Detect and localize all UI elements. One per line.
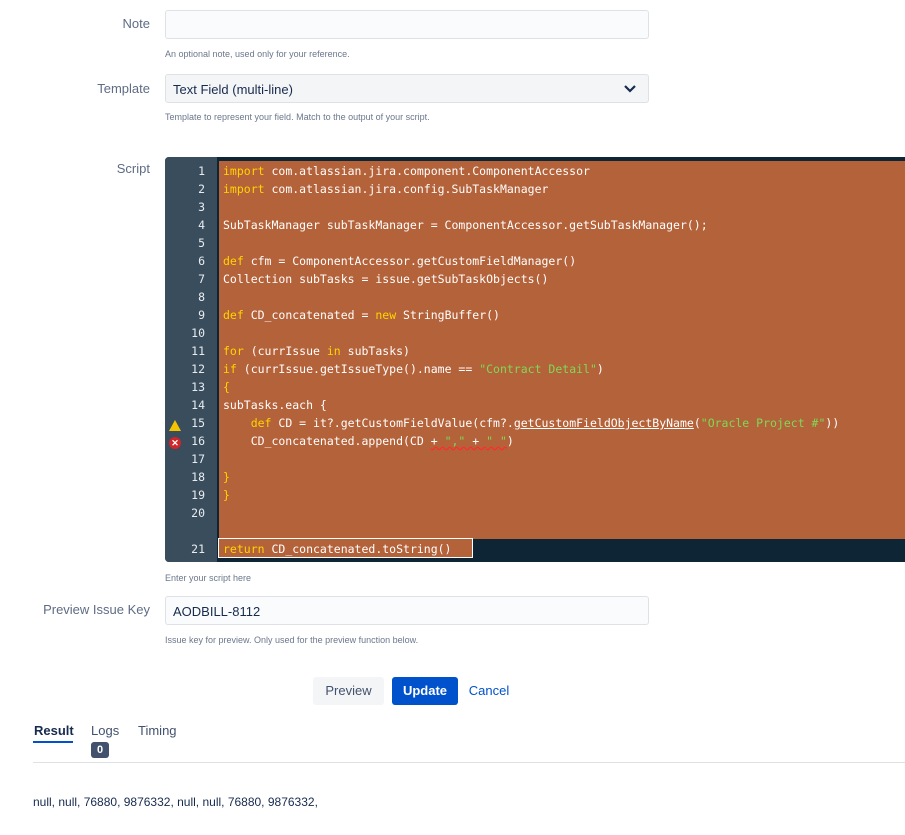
- line-number: 4: [198, 218, 205, 232]
- code-line: subTasks.each {: [223, 398, 327, 412]
- code-line: for (currIssue in subTasks): [223, 344, 410, 358]
- template-select[interactable]: Text Field (multi-line): [165, 74, 649, 103]
- line-number: 21: [191, 542, 205, 556]
- line-number: 16: [191, 434, 205, 448]
- code-line: SubTaskManager subTaskManager = Componen…: [223, 218, 708, 232]
- template-selected-value: Text Field (multi-line): [173, 82, 293, 97]
- cancel-button[interactable]: Cancel: [468, 683, 510, 698]
- tab-result-underline: [33, 741, 73, 743]
- code-line: CD_concatenated.append(CD + "," + " "): [223, 434, 514, 448]
- tab-timing[interactable]: Timing: [138, 723, 177, 738]
- code-line: def cfm = ComponentAccessor.getCustomFie…: [223, 254, 577, 268]
- code-line: }: [223, 470, 230, 484]
- line-number: 17: [191, 452, 205, 466]
- line-number: 11: [191, 344, 205, 358]
- line-number: 19: [191, 488, 205, 502]
- template-help: Template to represent your field. Match …: [165, 112, 430, 122]
- line-number: 9: [198, 308, 205, 322]
- line-number: 15: [191, 416, 205, 430]
- tab-result[interactable]: Result: [34, 723, 74, 738]
- code-line: return CD_concatenated.toString(): [223, 542, 452, 556]
- code-line: Collection subTasks = issue.getSubTaskOb…: [223, 272, 549, 286]
- line-number: 13: [191, 380, 205, 394]
- tabs-divider: [33, 762, 905, 763]
- update-button[interactable]: Update: [392, 677, 458, 705]
- tab-logs[interactable]: Logs: [91, 723, 120, 738]
- line-number: 20: [191, 506, 205, 520]
- selection-highlight: [219, 161, 905, 539]
- code-line: {: [223, 380, 230, 394]
- line-number: 18: [191, 470, 205, 484]
- line-number: 6: [198, 254, 205, 268]
- result-output: null, null, 76880, 9876332, null, null, …: [33, 795, 318, 809]
- error-icon[interactable]: ✕: [169, 437, 181, 449]
- code-line: import com.atlassian.jira.config.SubTask…: [223, 182, 549, 196]
- line-number: 5: [198, 236, 205, 250]
- line-number: 3: [198, 200, 205, 214]
- code-line: }: [223, 488, 230, 502]
- line-number: 8: [198, 290, 205, 304]
- preview-issue-value: AODBILL-8112: [173, 604, 261, 619]
- code-line: if (currIssue.getIssueType().name == "Co…: [223, 362, 604, 376]
- line-number: 2: [198, 182, 205, 196]
- note-help: An optional note, used only for your ref…: [165, 49, 350, 59]
- warning-icon[interactable]: [169, 420, 181, 431]
- line-number: 10: [191, 326, 205, 340]
- line-number: 7: [198, 272, 205, 286]
- note-label: Note: [122, 16, 150, 31]
- code-line: def CD_concatenated = new StringBuffer(): [223, 308, 500, 322]
- line-number: 1: [198, 164, 205, 178]
- preview-button[interactable]: Preview: [313, 677, 384, 705]
- preview-issue-label: Preview Issue Key: [43, 602, 150, 617]
- selection-highlight-last-line: [218, 538, 473, 558]
- editor-gutter: [165, 157, 217, 562]
- script-help: Enter your script here: [165, 573, 252, 583]
- preview-issue-help: Issue key for preview. Only used for the…: [165, 635, 419, 645]
- code-line: import com.atlassian.jira.component.Comp…: [223, 164, 590, 178]
- logs-count-badge: 0: [91, 742, 109, 758]
- chevron-down-icon: [624, 85, 636, 93]
- code-line: def CD = it?.getCustomFieldValue(cfm?.ge…: [250, 416, 840, 430]
- line-number: 14: [191, 398, 205, 412]
- note-input[interactable]: [165, 10, 649, 39]
- script-editor[interactable]: 1 2 3 4 5 6 7 8 9 10 11 12 13 14 15 16 1…: [165, 157, 905, 562]
- template-label: Template: [97, 81, 150, 96]
- preview-issue-input[interactable]: AODBILL-8112: [165, 596, 649, 625]
- script-label: Script: [116, 161, 150, 176]
- line-number: 12: [191, 362, 205, 376]
